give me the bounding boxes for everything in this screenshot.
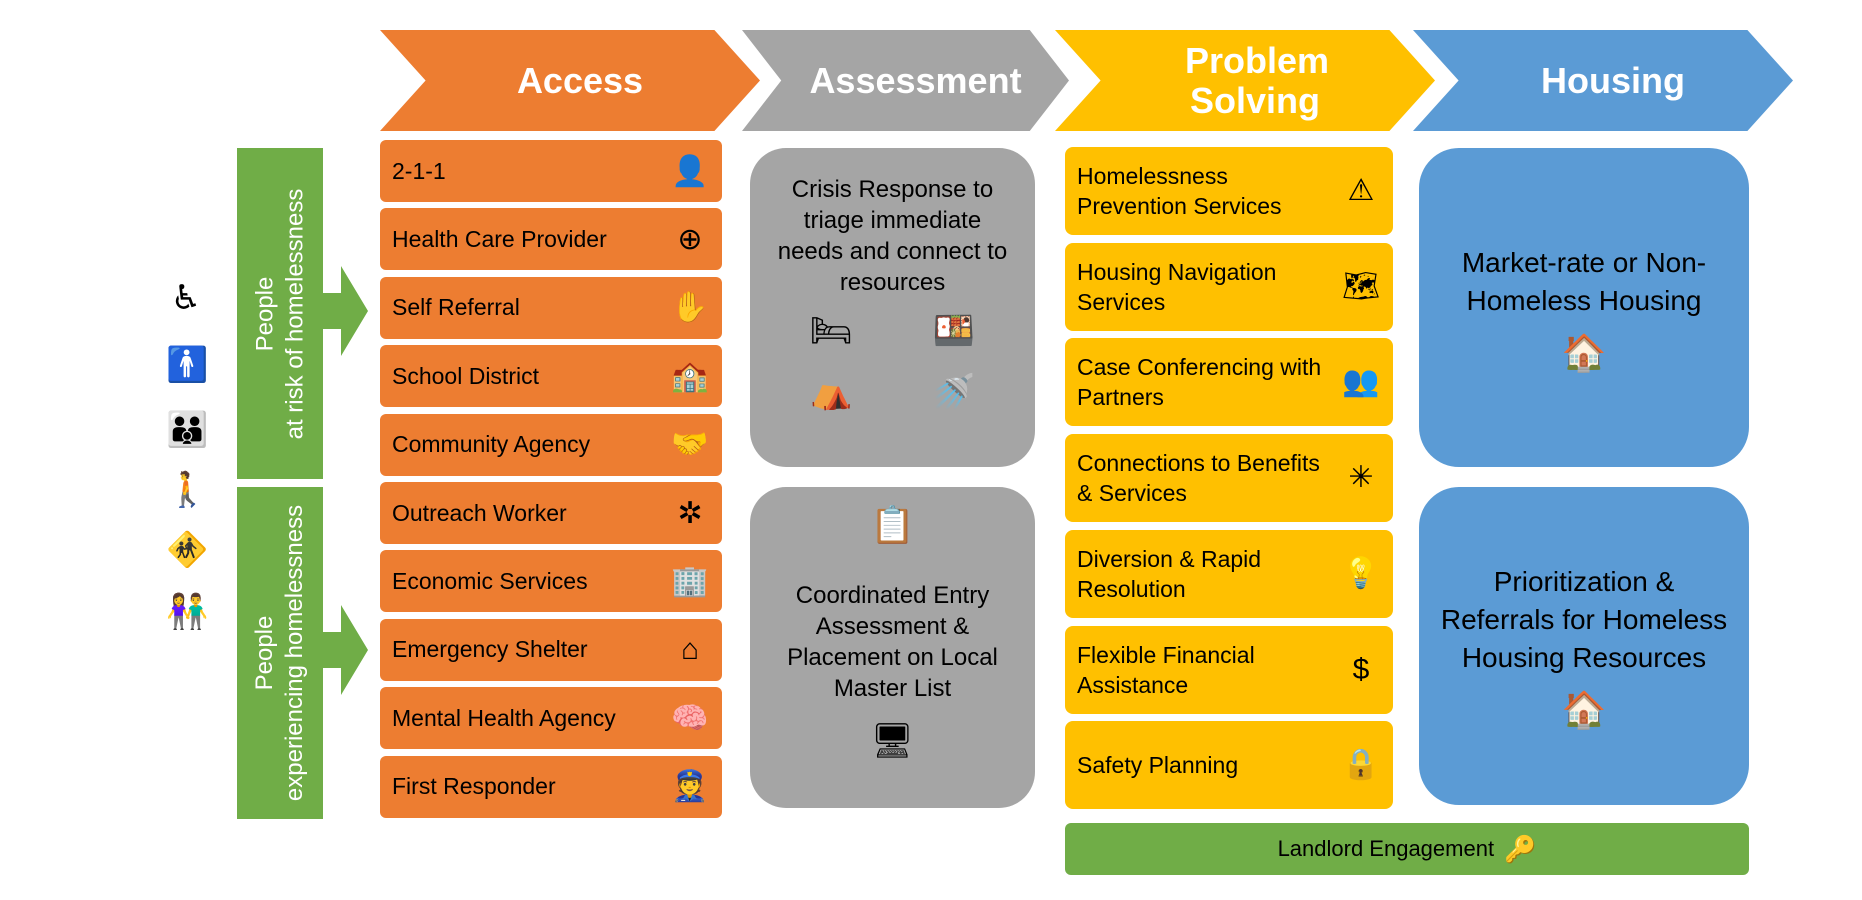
landlord-engagement-bar: Landlord Engagement 🔑 — [1065, 823, 1749, 875]
access-item: Mental Health Agency 🧠 — [380, 687, 722, 750]
market-rate-text: Market-rate or Non-Homeless Housing — [1461, 246, 1707, 316]
problem-item-label: Housing Navigation Services — [1077, 258, 1277, 315]
access-item: Outreach Worker ✲ — [380, 482, 722, 544]
problem-solving-item: Flexible Financial Assistance $ — [1065, 625, 1393, 714]
video-meeting-icon: 🖥 — [870, 722, 915, 760]
coordinated-entry-box: 📋 Coordinated Entry Assessment & Placeme… — [750, 487, 1035, 808]
access-item: School District 🏫 — [380, 345, 722, 408]
head-puzzle-icon: 🧠 — [671, 701, 709, 735]
bed-icon: 🛏 — [809, 312, 853, 350]
idea-person-icon: 💡 — [1342, 556, 1380, 590]
warning-icon: ⚠ — [1347, 174, 1375, 207]
access-item-label: Community Agency — [392, 431, 591, 458]
problem-item-label: Connections to Benefits & Services — [1077, 450, 1320, 507]
problem-solving-item: Safety Planning 🔒 — [1065, 721, 1393, 810]
problem-item-label: Homelessness Prevention Services — [1077, 163, 1282, 219]
building-people-icon: 🏢 — [671, 564, 709, 598]
map-icon: 🗺 — [1341, 269, 1381, 303]
access-item-label: School District — [392, 362, 539, 389]
problem-solving-item: Connections to Benefits & Services ✳ — [1065, 434, 1393, 523]
family-icon: 👪 — [166, 411, 209, 449]
headset-person-icon: 👤 — [671, 154, 709, 188]
meeting-icon: 👥 — [1342, 365, 1380, 399]
elderly-icon: 🚶 — [166, 471, 209, 509]
crisis-response-text: Crisis Response to triage immediate need… — [777, 176, 1008, 296]
dollar-icon: $ — [1352, 652, 1370, 686]
header-label: Housing — [1541, 59, 1685, 101]
landlord-label: Landlord Engagement — [1277, 836, 1495, 861]
header-assessment: Assessment — [742, 30, 1069, 131]
header-label: Assessment — [809, 59, 1022, 101]
shower-icon: 🚿 — [932, 373, 975, 411]
prioritization-text: Prioritization & Referrals for Homeless … — [1440, 566, 1728, 673]
access-item: First Responder 👮 — [380, 755, 722, 818]
hand-icon: ✋ — [671, 291, 709, 325]
access-item: Health Care Provider ⊕ — [380, 208, 722, 271]
market-rate-box: Market-rate or Non-Homeless Housing 🏠 — [1419, 148, 1749, 467]
problem-item-label: Diversion & Rapid Resolution — [1077, 545, 1262, 602]
access-item-label: Health Care Provider — [392, 225, 607, 252]
access-item-label: Self Referral — [392, 294, 520, 321]
at-risk-arrow — [323, 266, 368, 356]
header-access: Access — [380, 30, 760, 131]
house-icon: 🏠 — [1561, 331, 1607, 373]
problem-solving-item: Homelessness Prevention Services ⚠ — [1065, 147, 1393, 235]
access-item-label: First Responder — [392, 773, 556, 800]
access-item-label: Outreach Worker — [392, 499, 567, 526]
crisis-response-box: Crisis Response to triage immediate need… — [750, 148, 1035, 467]
experiencing-bar: People experiencing homelessness — [237, 487, 323, 819]
problem-item-label: Flexible Financial Assistance — [1077, 641, 1255, 698]
school-icon: 🏫 — [671, 359, 709, 393]
access-item-label: Emergency Shelter — [392, 636, 588, 663]
access-item-label: Mental Health Agency — [392, 704, 616, 731]
header-label: Problem Solving — [1185, 39, 1330, 121]
lock-icon: 🔒 — [1342, 748, 1380, 782]
wheelchair-icon: ♿ — [170, 279, 202, 317]
problem-item-label: Safety Planning — [1077, 752, 1239, 779]
hub-icon: ✳ — [1348, 461, 1374, 495]
prioritization-box: Prioritization & Referrals for Homeless … — [1419, 487, 1749, 805]
problem-item-label: Case Conferencing with Partners — [1077, 354, 1322, 411]
key-icon: 🔑 — [1504, 833, 1537, 864]
parent-child-icon: 🚸 — [166, 531, 209, 569]
clipboard-icon: 📋 — [870, 504, 915, 545]
network-icon: ✲ — [677, 496, 703, 530]
header-problem-solving: Problem Solving — [1055, 30, 1435, 131]
house-icon: 🏠 — [1561, 689, 1607, 730]
person-icon: 🚹 — [166, 346, 209, 384]
food-tray-icon: 🍱 — [932, 312, 975, 350]
header-label: Access — [516, 59, 644, 101]
house-heart-icon: ⌂ — [680, 632, 700, 666]
access-item-label: Economic Services — [392, 567, 588, 594]
problem-solving-item: Housing Navigation Services 🗺 — [1065, 242, 1393, 331]
access-item: 2-1-1 👤 — [380, 140, 722, 202]
at-risk-label: People at risk of homelessness — [251, 188, 308, 439]
access-item-label: 2-1-1 — [392, 157, 446, 184]
coordinated-entry-text: Coordinated Entry Assessment & Placement… — [787, 582, 998, 702]
access-item: Community Agency 🤝 — [380, 413, 722, 476]
experiencing-label: People experiencing homelessness — [251, 504, 309, 802]
access-item: Economic Services 🏢 — [380, 550, 722, 613]
couple-icon: 👫 — [166, 593, 209, 631]
experiencing-arrow — [323, 605, 368, 695]
problem-solving-item: Case Conferencing with Partners 👥 — [1065, 338, 1393, 427]
header-housing: Housing — [1413, 30, 1793, 131]
tent-icon: ⛺ — [810, 373, 853, 411]
medical-cross-icon: ⊕ — [677, 222, 703, 256]
handshake-icon: 🤝 — [671, 428, 709, 462]
at-risk-bar: People at risk of homelessness — [237, 148, 323, 479]
access-item: Self Referral ✋ — [380, 276, 722, 339]
problem-solving-item: Diversion & Rapid Resolution 💡 — [1065, 529, 1393, 618]
access-item: Emergency Shelter ⌂ — [380, 618, 722, 681]
officer-icon: 👮 — [671, 770, 709, 804]
